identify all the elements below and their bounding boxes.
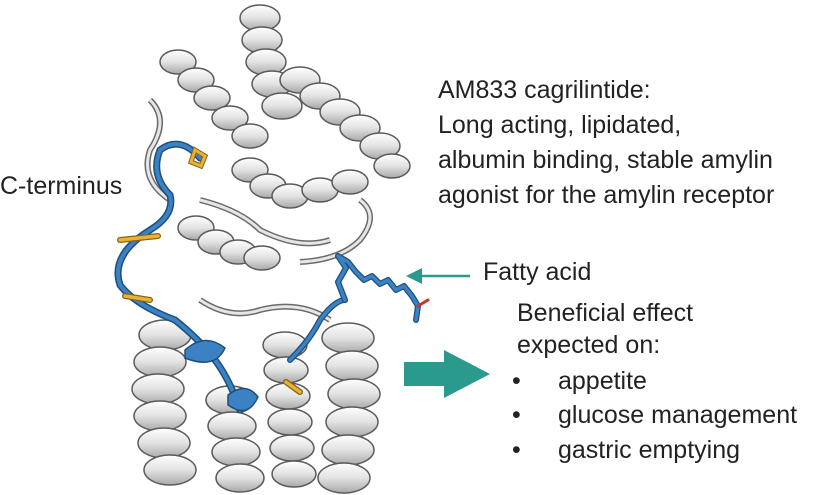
effects-heading-line2: expected on: (517, 331, 661, 359)
arrow-left-icon (406, 268, 470, 284)
tm-helix-4 (317, 322, 381, 494)
effect-text: glucose management (558, 401, 798, 429)
effect-list-item: • gastric emptying (512, 436, 740, 465)
helix-right-diagonal (279, 66, 411, 179)
helix-mid-left (177, 215, 281, 271)
block-arrow-right-icon (404, 350, 490, 398)
receptor-ribbon (144, 4, 411, 271)
effect-list-item: • appetite (512, 367, 647, 396)
effect-list-item: • glucose management (512, 401, 797, 430)
disulfide-bonds (117, 146, 303, 395)
description-line: agonist for the amylin receptor (438, 181, 775, 209)
fatty-acid-chain (335, 253, 430, 323)
effect-text: appetite (558, 367, 647, 395)
c-terminus-label: C-terminus (0, 172, 123, 200)
tm-helix-1 (131, 319, 197, 486)
description-line: albumin binding, stable amylin (438, 146, 773, 174)
transmembrane-helices (131, 297, 381, 494)
effects-heading: Beneficial effect expected on: (517, 297, 693, 361)
bullet-icon: • (512, 436, 521, 464)
bullet-icon: • (512, 401, 521, 429)
description-line: Long acting, lipidated, (438, 111, 682, 139)
tm-helix-3 (262, 331, 317, 488)
bullet-icon: • (512, 367, 521, 395)
helix-left-upper (159, 49, 269, 149)
fatty-acid-label: Fatty acid (483, 258, 592, 286)
ligand-peptide (114, 140, 348, 414)
helix-top (239, 4, 303, 120)
title-text: AM833 cagrilintide: (438, 76, 651, 104)
effect-text: gastric emptying (558, 436, 741, 464)
effects-heading-line1: Beneficial effect (517, 299, 694, 327)
helix-center (231, 157, 369, 209)
